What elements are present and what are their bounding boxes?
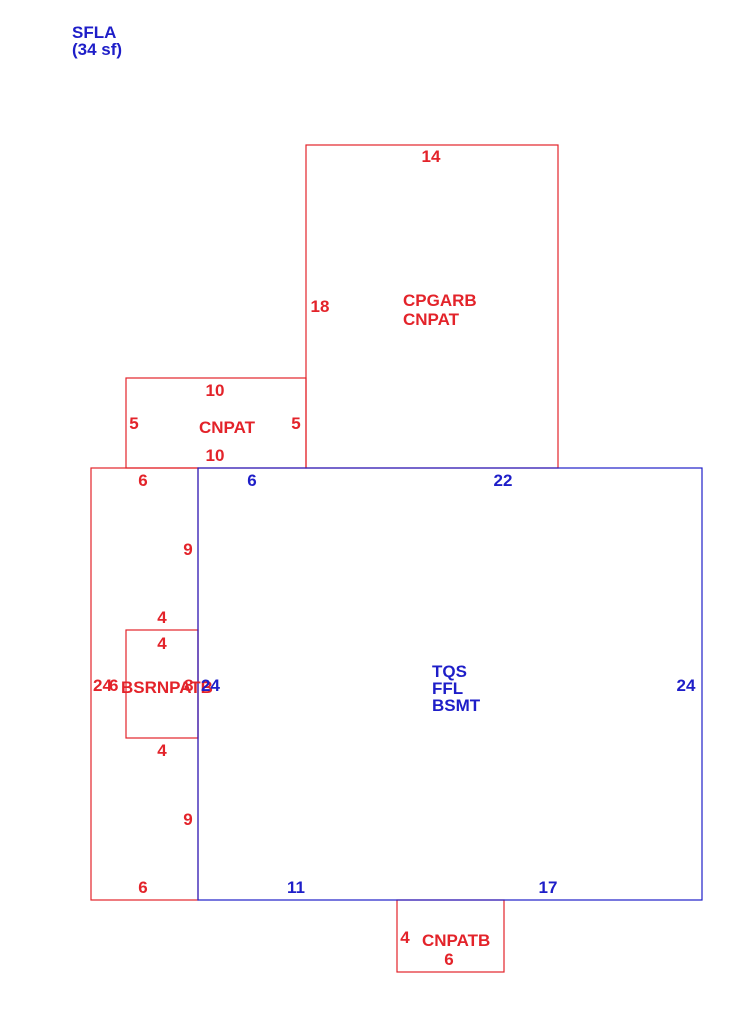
left-wing-upper-label: 9 bbox=[183, 540, 192, 559]
garage-label-cpgarb: CPGARB bbox=[403, 291, 477, 310]
small-box-top-inner-label: 4 bbox=[157, 634, 167, 653]
main-bottom-left-label: 11 bbox=[287, 878, 305, 897]
main-left-label: 24 bbox=[201, 676, 220, 695]
bottom-box-bottom-label: 6 bbox=[444, 950, 453, 969]
porch-bottom-label: 10 bbox=[206, 446, 225, 465]
main-right-label: 24 bbox=[677, 676, 696, 695]
left-wing-top-label: 6 bbox=[138, 471, 147, 490]
bottom-box-label: CNPATB bbox=[422, 931, 490, 950]
left-wing-left-label: 24 bbox=[93, 676, 112, 695]
main-label-bsmt: BSMT bbox=[432, 696, 481, 715]
main-area-outline bbox=[197, 467, 703, 901]
left-wing-label: BSRNPATB bbox=[121, 678, 213, 697]
main-top-left-label: 6 bbox=[247, 471, 256, 490]
bottom-box-left-label: 4 bbox=[400, 928, 410, 947]
main-label-ffl: FFL bbox=[432, 679, 463, 698]
small-box-bottom-label: 4 bbox=[157, 741, 167, 760]
garage-label-cnpat: CNPAT bbox=[403, 310, 460, 329]
porch-top-label: 10 bbox=[206, 381, 225, 400]
main-label-tqs: TQS bbox=[432, 662, 467, 681]
left-wing-mid-left-label: 6 bbox=[109, 676, 118, 695]
garage-width-label: 14 bbox=[422, 147, 441, 166]
garage-height-label: 18 bbox=[311, 297, 330, 316]
main-bottom-right-label: 17 bbox=[539, 878, 558, 897]
sfla-title: SFLA bbox=[72, 23, 116, 42]
left-wing-bottom-label: 6 bbox=[138, 878, 147, 897]
sfla-area: (34 sf) bbox=[72, 40, 122, 59]
main-top-right-label: 22 bbox=[494, 471, 513, 490]
left-wing-lower-label: 9 bbox=[183, 810, 192, 829]
porch-label: CNPAT bbox=[199, 418, 256, 437]
left-wing-mid-right-label: 8 bbox=[184, 676, 193, 695]
small-box-top-outer-label: 4 bbox=[157, 608, 167, 627]
porch-right-label: 5 bbox=[291, 414, 300, 433]
porch-left-label: 5 bbox=[129, 414, 138, 433]
